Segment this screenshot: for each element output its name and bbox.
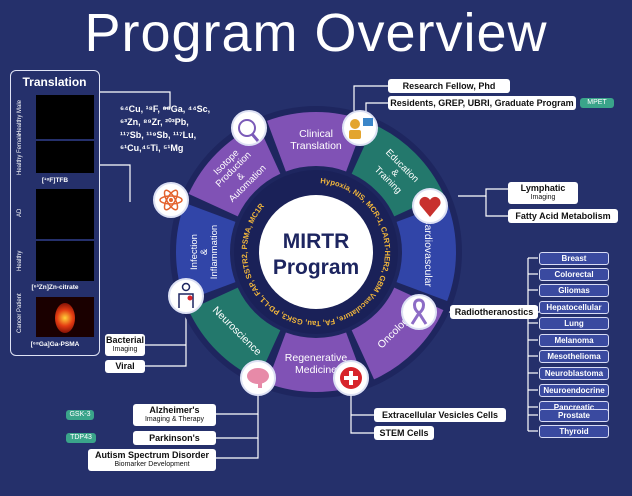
isotope-line: ⁶⁴Cu, ¹⁸F, ⁶⁸Ga, ⁴⁴Sc, <box>120 104 211 114</box>
viral-label: Viral <box>105 360 145 373</box>
isotope-line: ⁶¹Cu,⁴⁵Ti, ⁵¹Mg <box>120 143 184 153</box>
segment-label-line: Clinical <box>299 128 333 140</box>
translation-title: Translation <box>22 75 87 89</box>
clinical-translation-icon <box>231 110 267 146</box>
cancer-melanoma: Melanoma <box>539 334 609 347</box>
cancer-hepatocellular: Hepatocellular <box>539 301 609 314</box>
segment-cardiovascular <box>396 202 456 302</box>
isotope-list: ⁶⁴Cu, ¹⁸F, ⁶⁸Ga, ⁴⁴Sc, ⁶³Zn, ⁸⁹Zr, ²⁰³Pb… <box>120 103 210 155</box>
segment-label-line: Infection <box>189 234 200 270</box>
extracellular-vesicles-label: Extracellular Vesicles Cells <box>374 408 506 422</box>
segment-label-line: Inflammation <box>209 225 220 279</box>
segment-label-line: Medicine <box>295 364 337 376</box>
segment-isotope-production <box>188 124 281 217</box>
cancer-neuroblastoma: Neuroblastoma <box>539 367 609 380</box>
hub-circle <box>259 195 373 309</box>
lymphatic-label: Lymphatic Imaging <box>508 182 578 204</box>
heart-icon <box>412 188 448 224</box>
autism-label: Autism Spectrum Disorder Biomarker Devel… <box>88 449 216 471</box>
alzheimers-text: Alzheimer's <box>149 405 200 415</box>
cancer-mesothelioma: Mesothelioma <box>539 350 609 363</box>
segment-label-line: Regenerative <box>285 352 348 364</box>
cancer-prostate: Prostate <box>539 409 609 422</box>
cancer-neuroendocrine: Neuroendocrine <box>539 384 609 397</box>
segment-label-line: Cardiovascular <box>422 217 434 288</box>
bacterial-subtext: Imaging <box>112 346 138 353</box>
human-body-icon <box>168 278 204 314</box>
stem-cells-label: STEM Cells <box>374 426 434 440</box>
tdp43-tag: TDP43 <box>66 433 96 443</box>
segment-label-line: & <box>199 248 210 255</box>
autism-text: Autism Spectrum Disorder <box>94 450 210 460</box>
lymphatic-subtext: Imaging <box>530 194 556 201</box>
side-label: Healthy Male <box>17 99 23 135</box>
isotope-line: ⁶³Zn, ⁸⁹Zr, ²⁰³Pb, <box>120 117 189 127</box>
medical-cross-icon <box>333 360 369 396</box>
residents-label: Residents, GREP, UBRI, Graduate Program <box>388 96 576 110</box>
fatty-acid-label: Fatty Acid Metabolism <box>508 209 618 223</box>
translation-panel: Translation [¹⁸F]TFB [⁶³Zn]Zn-citrate [⁶… <box>10 70 100 356</box>
segment-neuroscience <box>188 287 281 380</box>
cancer-ribbon-icon <box>401 294 437 330</box>
scan-image-healthy <box>36 241 94 281</box>
cancer-thyroid: Thyroid <box>539 425 609 438</box>
parkinsons-label: Parkinson's <box>133 431 216 445</box>
icon-circles <box>153 110 448 396</box>
atom-icon <box>153 182 189 218</box>
scan-image-cancer <box>36 297 94 337</box>
segment-clinical-translation <box>266 111 366 172</box>
scan-image-male <box>36 95 94 139</box>
cancer-lung: Lung <box>539 317 609 330</box>
scan-image-ad <box>36 189 94 239</box>
cancer-colorectal: Colorectal <box>539 268 609 281</box>
segment-label-line: Translation <box>290 140 342 152</box>
segment-label-infection-inflammation: Infection&Inflammation <box>189 225 220 279</box>
alzheimers-label: Alzheimer's Imaging & Therapy <box>133 404 216 426</box>
page-title: Program Overview <box>84 3 548 63</box>
mpet-tag: MPET <box>580 98 614 108</box>
education-icon <box>342 110 378 146</box>
brain-icon <box>240 360 276 396</box>
cancer-breast: Breast <box>539 252 609 265</box>
side-label: AD <box>17 208 23 217</box>
autism-subtext: Biomarker Development <box>114 461 190 468</box>
cancer-gliomas: Gliomas <box>539 284 609 297</box>
side-label: Healthy Female <box>17 132 23 175</box>
segment-infection-inflammation <box>176 202 236 302</box>
scan-image-female <box>36 141 94 173</box>
tracer-caption: [⁶⁸Ga]Ga-PSMA <box>30 341 80 348</box>
side-label: Healthy <box>17 250 23 271</box>
gsk3-tag: GSK-3 <box>66 410 94 420</box>
bacterial-label: Bacterial Imaging <box>105 334 145 356</box>
hub-line-2: Program <box>273 256 359 279</box>
bacterial-text: Bacterial <box>105 335 145 345</box>
segment-label-cardiovascular: Cardiovascular <box>422 217 434 288</box>
hub-line-1: MIRTR <box>283 230 350 253</box>
isotope-line: ¹¹⁷Sb, ¹¹⁹Sb, ¹¹⁷Lu, <box>120 130 197 140</box>
research-fellow-label: Research Fellow, Phd <box>388 79 510 93</box>
tracer-caption: [¹⁸F]TFB <box>41 177 69 184</box>
radiotheranostics-label: Radiotheranostics <box>450 305 538 319</box>
side-label: Cancer Patient <box>17 293 23 333</box>
lymphatic-text: Lymphatic <box>520 183 566 193</box>
tracer-caption: [⁶³Zn]Zn-citrate <box>31 284 79 291</box>
alzheimers-subtext: Imaging & Therapy <box>144 416 204 423</box>
